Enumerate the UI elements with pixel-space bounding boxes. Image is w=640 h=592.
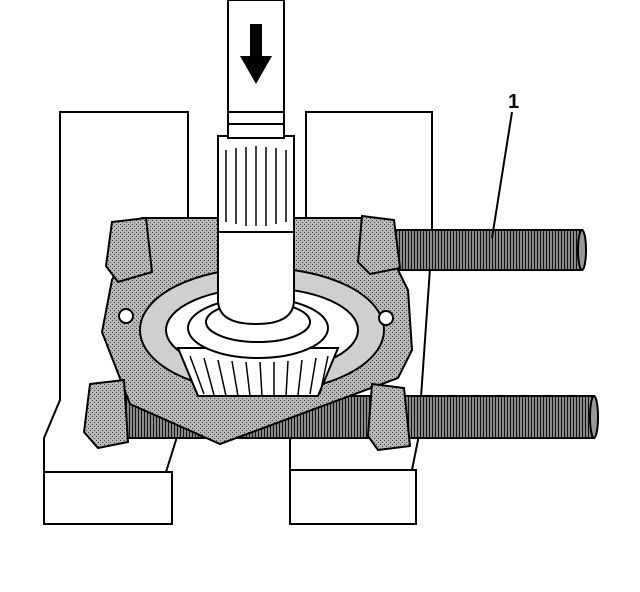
output-shaft (217, 109, 295, 326)
bearing-separator-bolt (389, 229, 587, 271)
hex-nut-lower-left (82, 378, 130, 450)
callout-1-leader (491, 111, 513, 239)
hex-nut-upper-left (104, 216, 154, 284)
callout-1: 1 (491, 91, 519, 239)
callout-1-label: 1 (508, 91, 519, 113)
hex-nut-lower-right (366, 382, 412, 452)
hex-nut-upper-right (356, 214, 402, 276)
down-arrow-icon (240, 24, 272, 84)
